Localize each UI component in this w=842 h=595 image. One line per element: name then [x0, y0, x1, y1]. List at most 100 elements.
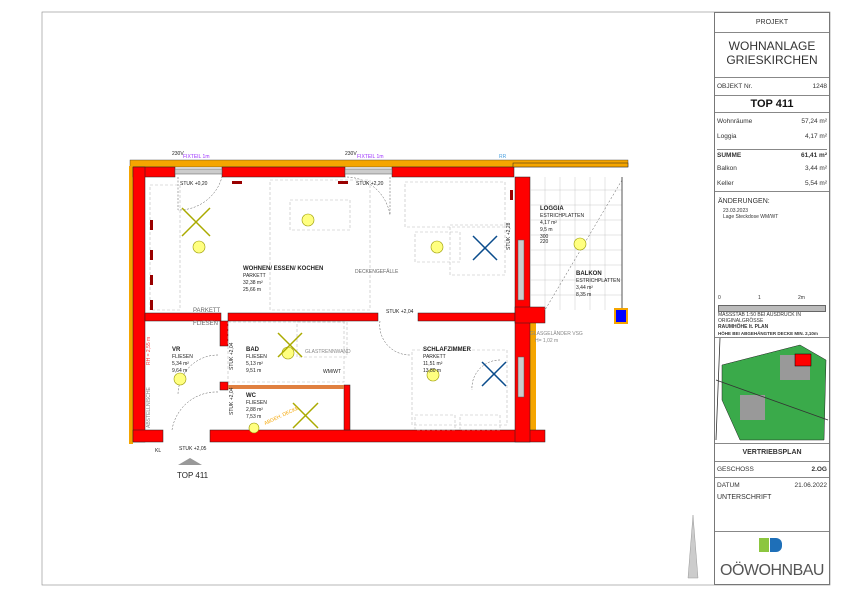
room-floor: PARKETT: [423, 354, 446, 360]
area-value: 4,17 m²: [804, 133, 827, 140]
door-swings: [171, 176, 501, 431]
plan-type: VERTRIEBSPLAN: [715, 444, 829, 462]
project-header: PROJEKT: [715, 13, 829, 33]
area-total-label: SUMME: [717, 152, 742, 159]
room-perimeter: 9,51 m: [246, 368, 261, 374]
room-perimeter: 8,35 m: [576, 292, 591, 298]
stuk-label: STUK +2,04: [386, 309, 414, 315]
ceiling-lamps: [173, 213, 587, 434]
room-perimeter: 7,53 m: [246, 414, 261, 420]
room-floor: ESTRICHPLATTEN: [576, 278, 620, 284]
area-label: Balkon: [717, 165, 737, 172]
stuk-label: STUK +2,28: [506, 222, 512, 250]
voltage-label: 230V: [345, 151, 357, 157]
room-perimeter: 9,64 m: [172, 368, 187, 374]
changes-label: ÄNDERUNGEN:: [718, 198, 770, 205]
scale-bar: [718, 305, 826, 312]
room-name: BAD: [246, 347, 260, 353]
signature-field: UNTERSCHRIFT: [715, 494, 829, 532]
raffstore-label: RAFFSTORE: [190, 161, 221, 167]
area-label: Wohnräume: [717, 118, 753, 125]
scale-tick: 1: [758, 295, 761, 301]
downpipe: [614, 308, 628, 324]
object-number-value: 1248: [812, 83, 827, 90]
room-perimeter: 25,66 m: [243, 287, 261, 293]
room-height-label: RH = 2,55 m: [146, 337, 152, 365]
loggia-tiles: [530, 177, 622, 310]
room-area: 5,13 m²: [246, 361, 263, 367]
loggia-height-2: 220: [540, 239, 549, 245]
area-total-value: 61,41 m²: [800, 152, 827, 159]
room-floor: FLIESEN: [246, 400, 267, 406]
sockets: [150, 181, 513, 310]
change-date: 23.03.2023: [723, 208, 749, 214]
change-text: Lage Steckdose WM/WT: [723, 214, 779, 220]
scale-tick: 2m: [798, 295, 805, 301]
scale-text: ORIGINALGRÖSSE: [718, 318, 764, 324]
area-value: 3,44 m²: [804, 165, 827, 172]
washer-label: WM/WT: [323, 369, 341, 375]
stuk-label: STUK +2,04: [229, 342, 235, 370]
site-plan-frame: [715, 338, 829, 444]
floor-label: GESCHOSS: [717, 466, 754, 473]
stuk-label: STUK +0,20: [180, 181, 208, 187]
raffstore-label: RAFFSTORE: [360, 161, 391, 167]
wc-partition: [228, 385, 344, 389]
project-name-line: GRIESKIRCHEN: [726, 53, 818, 67]
apartment-number: TOP 411: [715, 96, 829, 113]
room-height-note: RAUMHÖHE lt. PLAN: [718, 324, 769, 330]
changes-section: ÄNDERUNGEN: 23.03.2023 Lage Steckdose WM…: [715, 192, 829, 338]
wall-lights: [181, 207, 319, 429]
ceiling-slope-label: DECKENGEFÄLLE: [355, 268, 399, 275]
room-name: WC: [246, 393, 257, 399]
room-area: 4,17 m²: [540, 220, 557, 226]
ceiling-height-note: HÖHE BEI ABGEHÄNGTER DECKE MIN. 2,10m: [718, 331, 818, 336]
object-number-label: OBJEKT Nr.: [717, 83, 753, 90]
area-value: 5,54 m²: [804, 180, 827, 187]
company-logo: OÖWOHNBAU: [715, 532, 829, 586]
room-perimeter: 9,5 m: [540, 227, 553, 233]
room-floor: FLIESEN: [246, 354, 267, 360]
railing-height: H= 1,02 m: [535, 338, 558, 344]
area-value: 57,24 m²: [801, 118, 827, 125]
room-area: 2,88 m²: [246, 407, 263, 413]
glass-partition-label: GLASTRENNWAND: [305, 349, 351, 355]
date-row: DATUM 21.06.2022: [715, 478, 829, 494]
room-name: LOGGIA: [540, 206, 564, 212]
fixteil-label: FIXTEIL 1m: [357, 154, 384, 160]
room-perimeter: 13,80 m: [423, 368, 441, 374]
floor-change-label: FLIESEN: [193, 321, 218, 327]
storage-niche-label: ABSTELLNISCHE: [146, 386, 152, 428]
room-floor: FLIESEN: [172, 354, 193, 360]
windows: [174, 168, 525, 398]
room-area: 5,34 m²: [172, 361, 189, 367]
rr-label: RR: [499, 154, 507, 160]
stuk-label: STUK +2,04: [229, 387, 235, 415]
room-floor: ESTRICHPLATTEN: [540, 213, 584, 219]
railing-label: GLASGELÄNDER VSG: [530, 330, 583, 337]
room-area: 3,44 m²: [576, 285, 593, 291]
outer-insulation-right: [530, 318, 536, 442]
site-plan-thumbnail: [715, 337, 829, 441]
furniture: [149, 179, 508, 431]
lowered-ceiling-label: ABGEH. DECKE: [263, 405, 300, 427]
north-arrow-icon: [687, 514, 699, 579]
object-number-row: OBJEKT Nr. 1248: [715, 78, 829, 96]
voltage-label: 230V: [172, 151, 184, 157]
project-name-line: WOHNANLAGE: [728, 39, 816, 53]
ceiling-fans: [472, 235, 507, 387]
floor-change-label: PARKETT: [193, 308, 221, 314]
kl-label: KL: [155, 448, 161, 454]
stuk-label: STUK +2,20: [356, 181, 384, 187]
date-value: 21.06.2022: [794, 482, 827, 489]
area-label: Keller: [717, 180, 734, 187]
stuk-label: STUK +2,05: [179, 446, 207, 452]
project-name: WOHNANLAGE GRIESKIRCHEN: [715, 33, 829, 78]
outer-insulation-left: [129, 166, 133, 444]
scale-text: MASSSTAB 1:50 BEI AUSDRUCK IN: [718, 312, 801, 318]
date-label: DATUM: [717, 482, 740, 489]
